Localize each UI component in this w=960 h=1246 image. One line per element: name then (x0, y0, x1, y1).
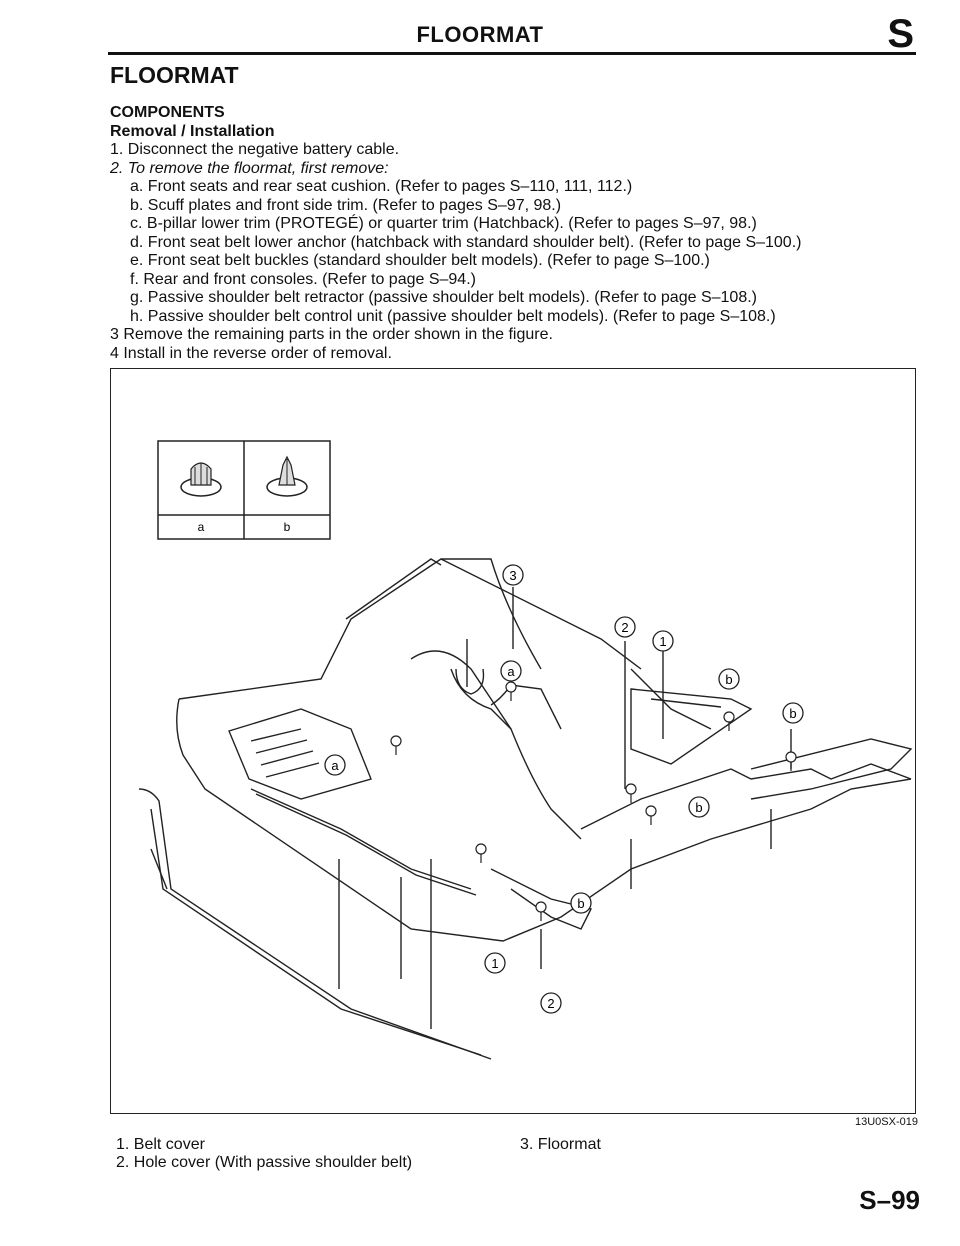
legend-item-2: 2. Hole cover (With passive shoulder bel… (116, 1154, 413, 1171)
callout-b-3: b (688, 796, 710, 818)
floormat-figure: a b (110, 368, 916, 1114)
clip-pins (390, 681, 797, 921)
svg-text:b: b (695, 800, 702, 815)
clip-pin-icon (535, 901, 547, 921)
substep-d: d. Front seat belt lower anchor (hatchba… (130, 233, 802, 251)
substep-e: e. Front seat belt buckles (standard sho… (130, 252, 710, 269)
floormat-drawing (138, 558, 913, 1060)
components-heading: COMPONENTS (110, 104, 225, 121)
page-number: S–99 (859, 1185, 920, 1215)
svg-text:a: a (331, 758, 339, 773)
step-3: 3 Remove the remaining parts in the orde… (110, 326, 553, 343)
step-2: 2. To remove the floormat, first remove: (110, 160, 910, 179)
substep-h: h. Passive shoulder belt control unit (p… (130, 307, 776, 325)
step-2-text: 2. To remove the floormat, first remove: (110, 159, 389, 177)
svg-text:2: 2 (621, 620, 628, 635)
callout-1-bottom: 1 (484, 952, 506, 974)
legend-item-1: 1. Belt cover (116, 1136, 205, 1153)
procedure-heading: Removal / Installation (110, 122, 275, 140)
step-1: 1. Disconnect the negative battery cable… (110, 141, 400, 158)
svg-text:1: 1 (659, 634, 666, 649)
clip-pin-icon (390, 735, 402, 755)
running-header-title: FLOORMAT (416, 22, 544, 47)
section-title: FLOORMAT (110, 62, 239, 88)
svg-text:2: 2 (547, 996, 554, 1011)
substep-f: f. Rear and front consoles. (Refer to pa… (130, 270, 476, 288)
clip-a-icon (180, 462, 222, 497)
substep-c: c. B-pillar lower trim (PROTEGÉ) or quar… (130, 215, 757, 232)
svg-text:1: 1 (491, 956, 498, 971)
callout-1-top: 1 (652, 630, 674, 652)
section-letter: S (887, 12, 914, 56)
svg-text:b: b (725, 672, 732, 687)
clip-pin-icon (723, 711, 735, 731)
callout-3: 3 (502, 564, 524, 586)
svg-text:3: 3 (509, 568, 516, 583)
callout-2-bottom: 2 (540, 992, 562, 1014)
header-rule (108, 52, 916, 55)
svg-text:b: b (577, 896, 584, 911)
substep-g: g. Passive shoulder belt retractor (pass… (130, 289, 757, 306)
callout-b-2: b (782, 702, 804, 724)
floormat-illustration: a b (138, 440, 913, 1060)
svg-text:a: a (507, 664, 515, 679)
clip-b-icon (266, 455, 308, 497)
legend-item-3: 3. Floormat (520, 1136, 601, 1153)
clip-pin-icon (505, 681, 517, 701)
clip-pin-icon (785, 751, 797, 771)
callout-2-top: 2 (614, 616, 636, 638)
figure-code: 13U0SX-019 (855, 1116, 918, 1128)
svg-text:b: b (789, 706, 796, 721)
procedure-text: COMPONENTS Removal / Installation 1. Dis… (110, 104, 910, 363)
clip-table: a b (157, 440, 331, 540)
clip-label-b: b (284, 520, 291, 534)
callout-b-1: b (718, 668, 740, 690)
clip-pin-icon (475, 843, 487, 863)
callout-a-lower: a (324, 754, 346, 776)
substep-b: b. Scuff plates and front side trim. (Re… (130, 196, 562, 214)
callout-a-upper: a (500, 660, 522, 682)
substep-a: a. Front seats and rear seat cushion. (R… (130, 178, 633, 195)
clip-pin-icon (645, 805, 657, 825)
legend-left: 1. Belt cover 2. Hole cover (With passiv… (116, 1136, 412, 1172)
clip-pin-icon (625, 783, 637, 803)
clip-label-a: a (198, 520, 205, 534)
callout-b-4: b (570, 892, 592, 914)
step-4: 4 Install in the reverse order of remova… (110, 344, 392, 362)
